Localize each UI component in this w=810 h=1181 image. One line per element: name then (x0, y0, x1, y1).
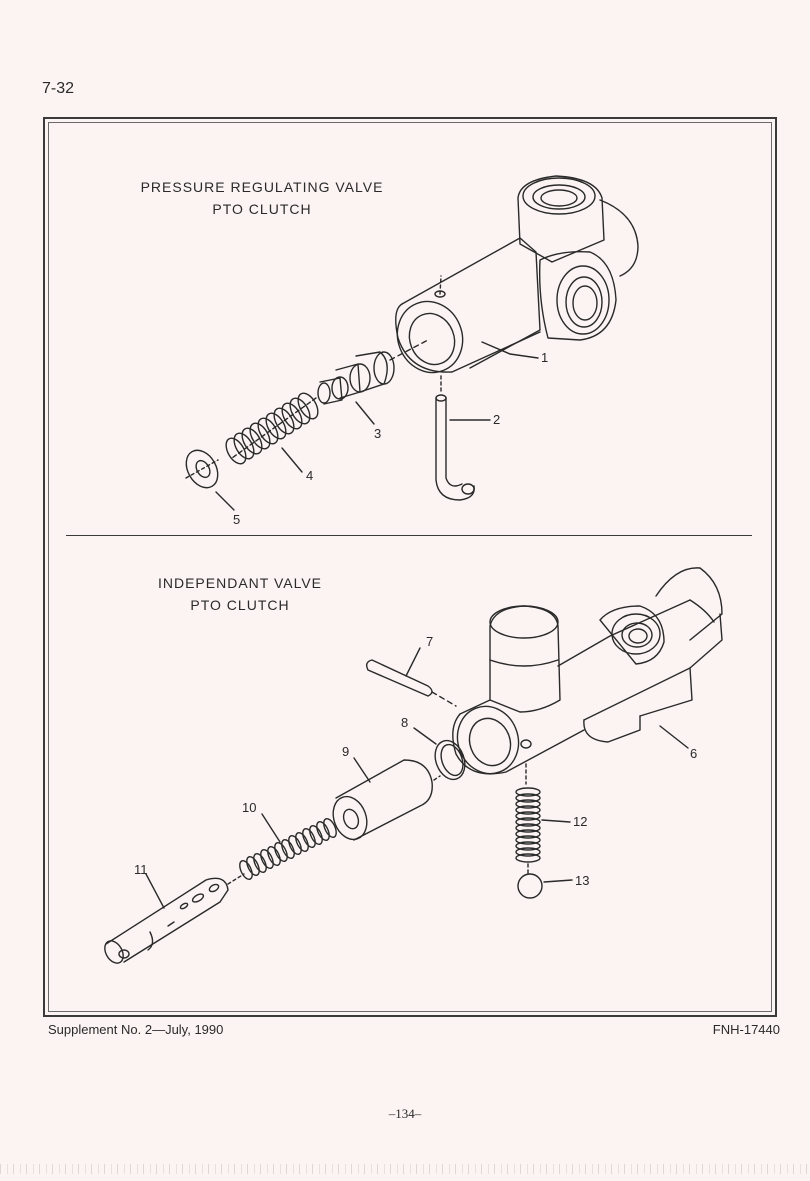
callout-7: 7 (426, 634, 433, 649)
upper-title-line1: PRESSURE REGULATING VALVE (140, 179, 384, 195)
leader-8 (413, 727, 437, 745)
pin-lower (365, 659, 457, 707)
leader-13 (543, 879, 573, 883)
valve-body-lower (452, 567, 723, 785)
leader-9 (353, 757, 371, 783)
callout-6: 6 (690, 746, 697, 761)
lower-title-line2: PTO CLUTCH (190, 597, 290, 613)
spool-lower (104, 873, 245, 964)
leader-4 (281, 447, 303, 473)
pin-upper (435, 375, 475, 501)
leader-3 (355, 401, 375, 425)
leader-5 (215, 491, 235, 511)
callout-10: 10 (242, 800, 256, 815)
leader-1 (481, 341, 511, 355)
callout-9: 9 (342, 744, 349, 759)
callout-12: 12 (573, 814, 587, 829)
callout-11: 11 (134, 862, 148, 877)
page-reference: 7-32 (42, 80, 75, 97)
leader-12 (541, 819, 571, 823)
washer-upper (185, 449, 219, 489)
document-code: FNH-17440 (712, 1022, 780, 1037)
oring-lower (434, 739, 466, 781)
callout-13: 13 (575, 873, 589, 888)
leader-11 (145, 873, 165, 909)
leader-10 (261, 813, 281, 843)
callout-5: 5 (233, 512, 240, 527)
upper-diagram-title: PRESSURE REGULATING VALVE PTO CLUTCH (140, 176, 384, 220)
callout-8: 8 (401, 715, 408, 730)
callout-3: 3 (374, 426, 381, 441)
lower-diagram-title: INDEPENDANT VALVE PTO CLUTCH (150, 572, 330, 616)
ball-13 (517, 873, 543, 899)
callout-1: 1 (541, 350, 548, 365)
leader-7 (405, 647, 421, 677)
section-divider (66, 535, 752, 536)
supplement-note: Supplement No. 2—July, 1990 (48, 1022, 224, 1037)
spring-12 (515, 787, 541, 875)
sleeve-lower (332, 759, 441, 841)
callout-4: 4 (306, 468, 313, 483)
upper-title-line2: PTO CLUTCH (212, 201, 312, 217)
page-number: –134– (388, 1106, 422, 1121)
valve-body-upper (395, 175, 639, 374)
scan-artifact (0, 1164, 810, 1174)
callout-2: 2 (493, 412, 500, 427)
leader-6 (659, 725, 689, 749)
spring-lower (239, 817, 337, 881)
spring-upper (225, 392, 319, 465)
spool-upper (317, 339, 429, 405)
illustration-frame (43, 117, 777, 1017)
lower-title-line1: INDEPENDANT VALVE (157, 575, 323, 591)
